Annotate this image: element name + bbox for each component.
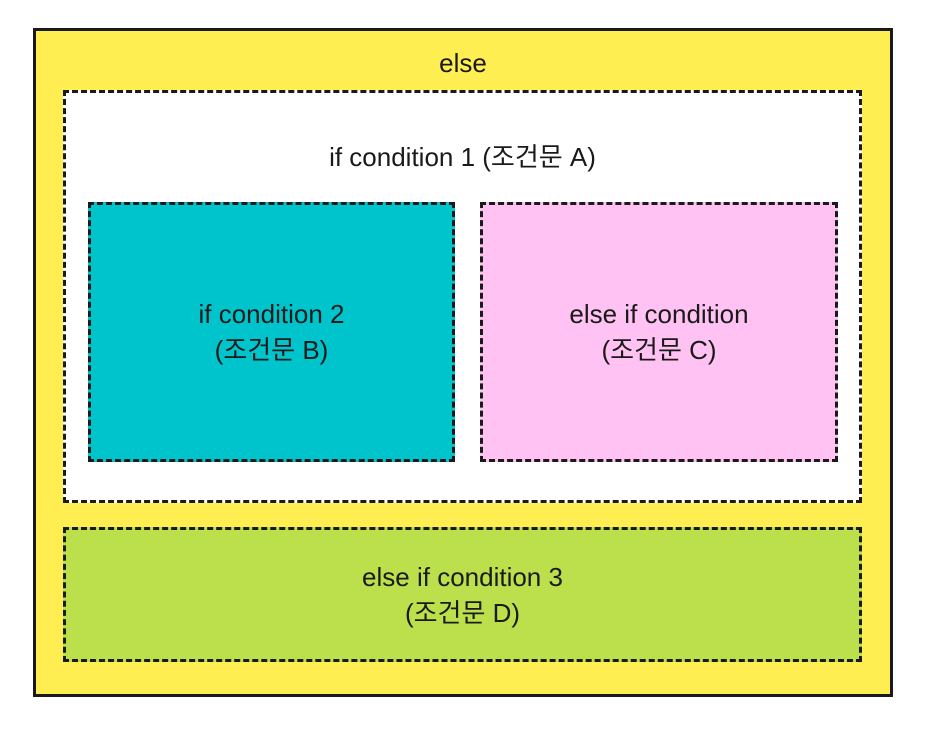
if-condition-2-label-line1: if condition 2	[198, 299, 345, 329]
else-if-condition-3-label-line1: else if condition 3	[362, 561, 563, 592]
if-condition-1-label: if condition 1 (조건문 A)	[329, 142, 596, 172]
else-if-condition-block: else if condition (조건문 C)	[480, 202, 838, 462]
else-if-condition-label-line1: else if condition	[569, 299, 749, 329]
else-if-condition-3-label-line2: (조건문 D)	[404, 597, 521, 628]
if-condition-2-label-line2: (조건문 B)	[214, 335, 329, 365]
if-condition-1-block: if condition 1 (조건문 A) if condition 2 (조…	[63, 90, 862, 503]
if-condition-2-block: if condition 2 (조건문 B)	[88, 202, 455, 462]
else-if-condition-3-block: else if condition 3 (조건문 D)	[63, 527, 862, 662]
else-block: else if condition 1 (조건문 A) if condition…	[33, 28, 893, 697]
else-if-condition-label-line2: (조건문 C)	[601, 335, 717, 365]
else-block-label: else	[439, 48, 487, 78]
